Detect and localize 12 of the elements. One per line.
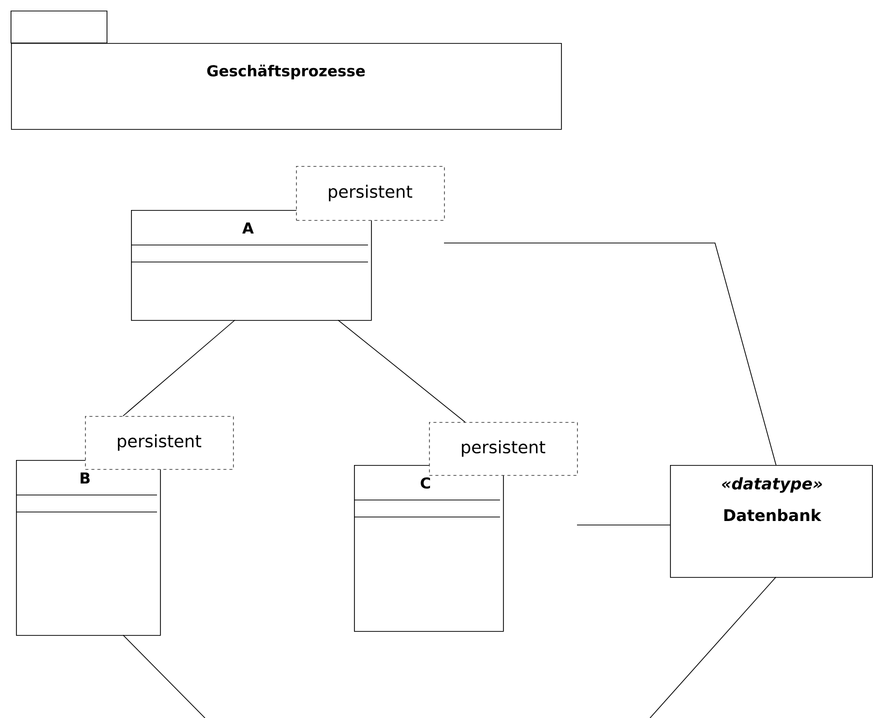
tagged-value-box: persistent — [296, 166, 445, 221]
class-box: «datatype» Datenbank — [670, 465, 873, 578]
connector-line — [444, 242, 776, 466]
connector-line — [122, 634, 206, 718]
connector-line — [576, 524, 670, 526]
connector-line — [650, 576, 776, 718]
class-box: C — [354, 465, 504, 632]
package-box: Geschäftsprozesse — [10, 10, 562, 130]
connector-line — [122, 320, 236, 416]
connector-line — [338, 320, 466, 422]
tagged-value-box: persistent — [85, 416, 234, 470]
tagged-value-box: persistent — [429, 422, 578, 476]
